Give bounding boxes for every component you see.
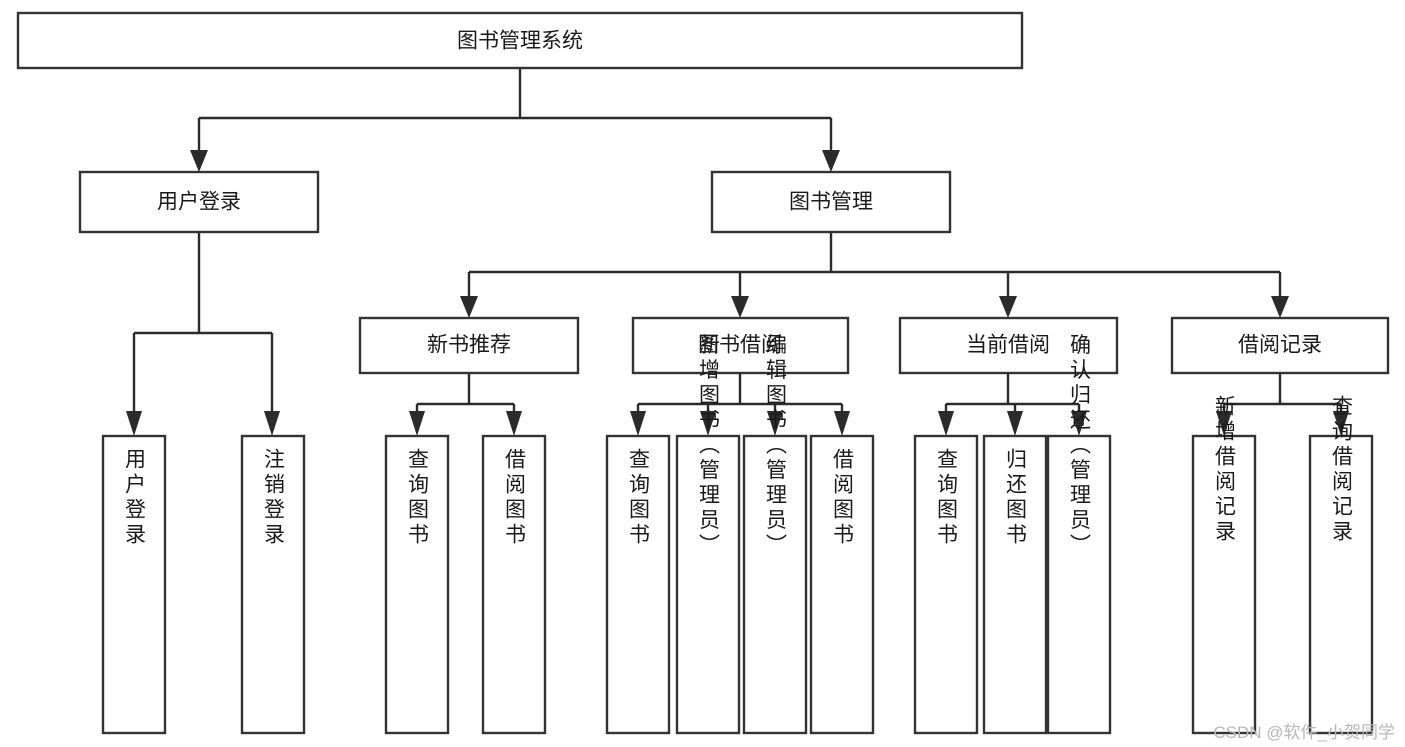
arrow-head-cb-return-book [1007,411,1023,436]
leaf-bb-borrow-book-label: 借阅图书 [831,448,855,548]
node-user-login-label: 用户登录 [157,191,241,214]
leaf-bb-add-book[interactable]: 新增图书（管理员） [675,334,741,735]
leaf-nb-query-book-label: 查询图书 [406,448,430,548]
arrow-head-br-query-record [1333,411,1349,436]
node-borrow-record-label: 借阅记录 [1238,334,1322,357]
node-book-borrow-label: 图书借阅 [698,334,782,357]
leaf-logout-label: 注销登录 [262,448,286,548]
node-root-box[interactable] [16,11,1024,70]
leaf-br-add-record-label: 新增借阅记录 [1213,395,1237,545]
leaf-bb-edit-book-box[interactable] [742,434,808,735]
leaf-cb-return-book-box[interactable] [982,434,1048,735]
leaf-bb-query-book-label: 查询图书 [627,448,651,548]
node-current-borrow[interactable]: 当前借阅 [898,316,1119,375]
arrow-head-bb-query-book [630,411,646,436]
arrow-head-cb-query-book [938,411,954,436]
leaf-cb-return-book[interactable]: 归还图书 [982,434,1048,735]
node-book-borrow-box[interactable] [631,316,850,375]
node-root-label: 图书管理系统 [457,30,583,53]
node-current-borrow-box[interactable] [898,316,1119,375]
node-root[interactable]: 图书管理系统 [16,11,1024,70]
leaf-bb-edit-book-label: 编辑图书（管理员） [764,334,788,559]
arrow-head-nb-query-book [409,411,425,436]
leaf-bb-query-book-box[interactable] [605,434,671,735]
leaf-cb-query-book-label: 查询图书 [935,448,959,548]
arrow-head-br-add-record [1216,411,1232,436]
leaf-nb-query-book[interactable]: 查询图书 [384,434,450,735]
arrow-head-bb-add-book [700,411,716,436]
arrow-head-current-borrow [999,296,1017,318]
leaf-nb-borrow-book[interactable]: 借阅图书 [481,434,547,735]
leaf-bb-borrow-book-box[interactable] [809,434,875,735]
node-user-login-box[interactable] [78,170,320,234]
node-book-borrow[interactable]: 图书借阅 [631,316,850,375]
leaf-logout-box[interactable] [240,434,306,735]
leaf-bb-borrow-book[interactable]: 借阅图书 [809,434,875,735]
leaf-cb-return-book-label: 归还图书 [1004,448,1028,548]
leaf-br-query-record-label: 查询借阅记录 [1330,395,1354,545]
arrow-head-book-borrow [731,296,749,318]
leaf-br-query-record[interactable]: 查询借阅记录 [1308,395,1374,735]
leaf-bb-query-book[interactable]: 查询图书 [605,434,671,735]
leaf-user-login-label: 用户登录 [123,448,147,548]
leaf-cb-confirm-return[interactable]: 确认归还（管理员） [1046,334,1112,735]
leaf-bb-add-book-label: 新增图书（管理员） [697,334,721,559]
arrow-head-leaf-logout [264,411,280,436]
leaf-user-login[interactable]: 用户登录 [101,434,167,735]
arrow-head-bb-borrow-book [834,411,850,436]
leaf-bb-add-book-box[interactable] [675,434,741,735]
node-new-book-recommend[interactable]: 新书推荐 [358,316,580,375]
leaf-nb-query-book-box[interactable] [384,434,450,735]
leaf-br-add-record[interactable]: 新增借阅记录 [1191,395,1257,735]
leaf-bb-edit-book[interactable]: 编辑图书（管理员） [742,334,808,735]
node-new-book-recommend-box[interactable] [358,316,580,375]
leaf-br-query-record-box[interactable] [1308,434,1374,735]
node-book-manage-label: 图书管理 [789,191,873,214]
leaf-cb-query-book[interactable]: 查询图书 [913,434,979,735]
leaf-br-add-record-box[interactable] [1191,434,1257,735]
node-borrow-record-box[interactable] [1170,316,1390,375]
leaf-nb-borrow-book-box[interactable] [481,434,547,735]
node-borrow-record[interactable]: 借阅记录 [1170,316,1390,375]
node-current-borrow-label: 当前借阅 [966,334,1050,357]
leaf-cb-confirm-return-box[interactable] [1046,434,1112,735]
arrow-head-book-manage [822,150,840,172]
arrow-head-borrow-record [1271,296,1289,318]
arrow-head-user-login [190,150,208,172]
node-user-login[interactable]: 用户登录 [78,170,320,234]
arrow-head-bb-edit-book [767,411,783,436]
leaf-nb-borrow-book-label: 借阅图书 [503,448,527,548]
arrow-head-nb-borrow-book [506,411,522,436]
leaf-logout[interactable]: 注销登录 [240,434,306,735]
arrow-head-leaf-user-login [126,411,142,436]
node-new-book-recommend-label: 新书推荐 [427,334,511,357]
leaf-cb-confirm-return-label: 确认归还（管理员） [1068,334,1092,559]
node-book-manage-box[interactable] [710,170,952,234]
arrow-head-cb-confirm-return [1071,411,1087,436]
leaf-cb-query-book-box[interactable] [913,434,979,735]
arrow-head-new-book [460,296,478,318]
leaf-user-login-box[interactable] [101,434,167,735]
node-book-manage[interactable]: 图书管理 [710,170,952,234]
connector-layer [126,68,1349,436]
